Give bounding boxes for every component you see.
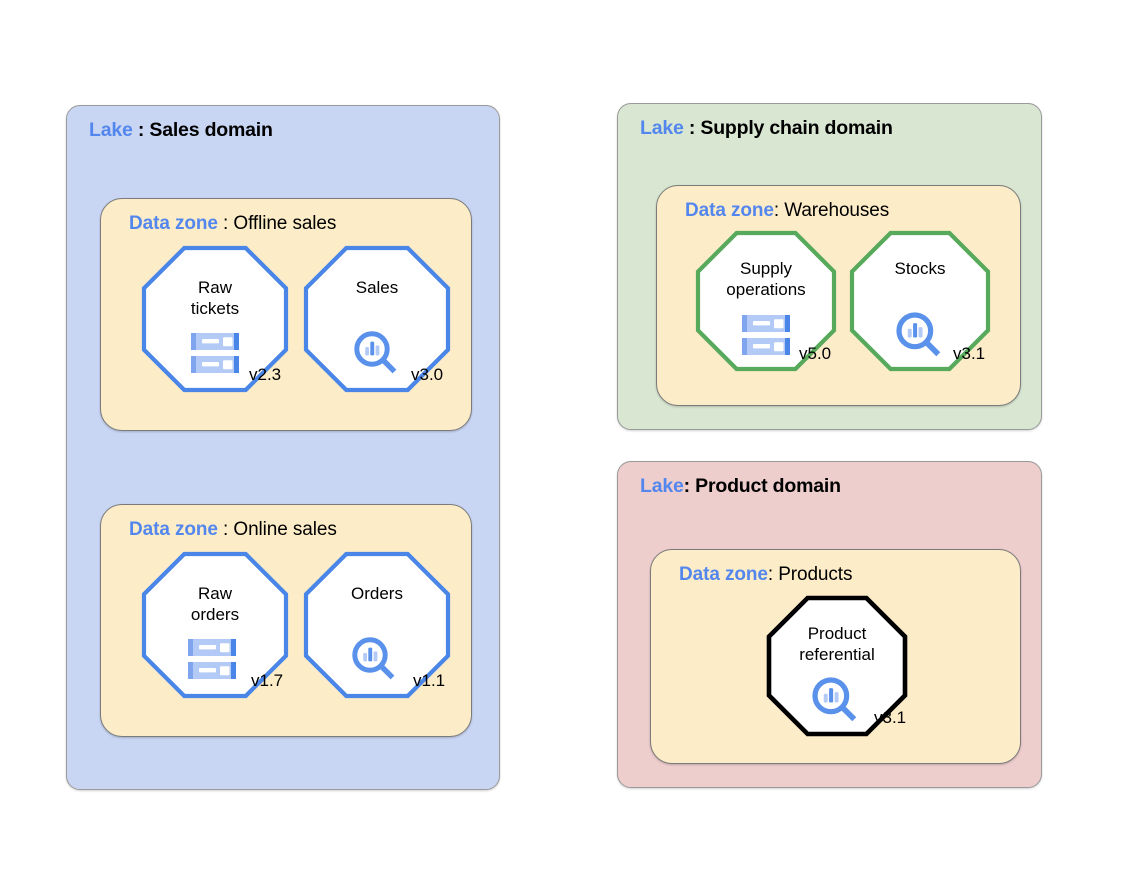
data-product-label: Stocks: [894, 259, 946, 278]
data-zone-separator: :: [767, 564, 779, 585]
lake-sales-domain: Lake : Sales domain Data zone : Offline …: [66, 105, 500, 790]
data-product-supply-operations[interactable]: Supply operations: [695, 230, 837, 372]
database-icon: [187, 638, 237, 680]
data-zone-name: Products: [778, 564, 853, 585]
data-zone-keyword: Data zone: [129, 519, 218, 540]
lake-separator: :: [683, 117, 701, 139]
data-zone-products: Data zone: Products Product referential: [650, 549, 1021, 764]
data-product-product-referential[interactable]: Product referential v3.1: [766, 595, 908, 737]
data-product-version: v3.1: [874, 708, 907, 727]
data-zone-name: Warehouses: [784, 200, 890, 221]
data-zone-online-sales: Data zone : Online sales Raw orders: [100, 504, 472, 737]
data-product-version: v1.7: [251, 671, 284, 690]
data-insight-magnifier-icon: [350, 635, 398, 683]
data-zone-keyword: Data zone: [685, 200, 774, 221]
octagon-outline: [303, 551, 451, 699]
data-product-label: Supply operations: [726, 259, 806, 299]
octagon-outline: [695, 230, 837, 372]
data-zone-keyword: Data zone: [129, 213, 218, 234]
lake-name: Sales domain: [149, 119, 273, 141]
lake-separator: :: [132, 119, 150, 141]
data-zone-separator: :: [217, 213, 234, 234]
data-zone-separator: :: [773, 200, 785, 221]
lake-keyword: Lake: [640, 117, 684, 139]
lake-keyword: Lake: [89, 119, 133, 141]
lake-supply-chain-domain: Lake : Supply chain domain Data zone: Wa…: [617, 103, 1042, 430]
lake-name: Product domain: [695, 475, 841, 497]
data-product-version: v3.1: [953, 344, 986, 363]
data-product-label: Raw orders: [190, 584, 240, 624]
lake-name: Supply chain domain: [700, 117, 893, 139]
data-product-label: Raw tickets: [190, 278, 240, 318]
data-product-label: Sales: [355, 278, 399, 297]
data-zone-products-title: Data zone: Products: [679, 564, 852, 586]
data-product-version: v1.1: [413, 671, 446, 690]
lake-supply-chain-domain-title: Lake : Supply chain domain: [640, 117, 893, 140]
data-zone-name: Online sales: [233, 519, 337, 540]
data-product-raw-tickets[interactable]: Raw tickets: [141, 245, 289, 393]
octagon-outline: [141, 245, 289, 393]
data-insight-magnifier-icon: [810, 675, 860, 725]
lake-keyword: Lake: [640, 475, 684, 497]
lake-separator: :: [683, 475, 696, 497]
data-zone-online-sales-title: Data zone : Online sales: [129, 519, 337, 541]
octagon-outline: [303, 245, 451, 393]
database-icon: [190, 332, 240, 374]
data-zone-warehouses: Data zone: Warehouses Supply operations: [656, 185, 1021, 406]
data-zone-name: Offline sales: [233, 213, 337, 234]
data-insight-magnifier-icon: [894, 310, 944, 360]
lake-sales-domain-title: Lake : Sales domain: [89, 119, 273, 142]
octagon-outline: [849, 230, 991, 372]
data-insight-magnifier-icon: [352, 329, 400, 377]
data-product-version: v5.0: [799, 344, 832, 363]
data-zone-warehouses-title: Data zone: Warehouses: [685, 200, 889, 222]
octagon-outline: [141, 551, 289, 699]
data-product-raw-orders[interactable]: Raw orders: [141, 551, 289, 699]
data-product-sales[interactable]: Sales v3.0: [303, 245, 451, 393]
data-product-version: v2.3: [249, 365, 282, 384]
lake-product-domain: Lake: Product domain Data zone: Products…: [617, 461, 1042, 788]
data-product-version: v3.0: [411, 365, 444, 384]
database-icon: [741, 314, 791, 356]
data-zone-separator: :: [217, 519, 234, 540]
data-product-label: Orders: [351, 584, 403, 603]
octagon-outline: [766, 595, 908, 737]
data-zone-keyword: Data zone: [679, 564, 768, 585]
data-zone-offline-sales: Data zone : Offline sales Raw tickets: [100, 198, 472, 431]
lake-product-domain-title: Lake: Product domain: [640, 475, 841, 498]
data-zone-offline-sales-title: Data zone : Offline sales: [129, 213, 336, 235]
data-product-label: Product referential: [799, 624, 875, 664]
data-product-orders[interactable]: Orders v1.1: [303, 551, 451, 699]
data-product-stocks[interactable]: Stocks v3.1: [849, 230, 991, 372]
